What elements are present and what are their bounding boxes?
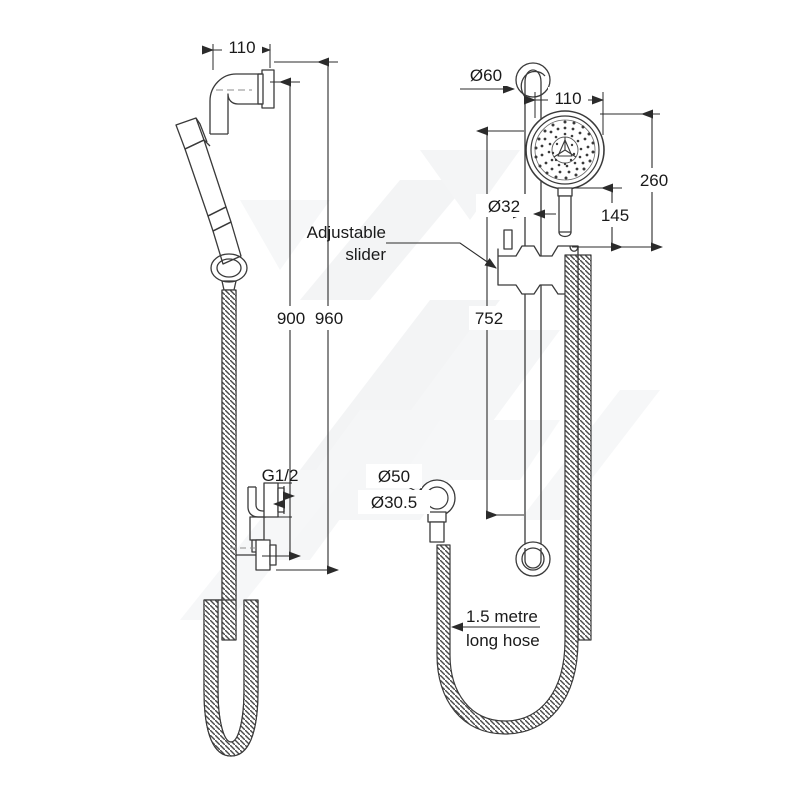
dim-g-thread-label: G1/2 bbox=[262, 466, 299, 485]
dim-d30-5-label: Ø30.5 bbox=[371, 493, 417, 512]
handheld-shower-wand bbox=[175, 117, 242, 265]
adjustable-slider-leader bbox=[386, 242, 497, 269]
dim-d60-bg bbox=[458, 62, 514, 86]
dim-145-label: 145 bbox=[601, 206, 629, 225]
adjustable-slider-label-line2: slider bbox=[345, 245, 386, 264]
rail-top-bracket bbox=[515, 62, 551, 98]
dim-110-left-label: 110 bbox=[228, 38, 255, 57]
right-view-dimension-labels: Ø60 110 Ø32 145 260 752 Ø50 Ø30.5 bbox=[358, 62, 674, 514]
dim-110-right-label: 110 bbox=[554, 89, 581, 108]
dim-110-right-bg bbox=[548, 87, 588, 109]
dim-752-label: 752 bbox=[475, 309, 503, 328]
dim-960-label: 960 bbox=[315, 309, 343, 328]
left-view-dimension-labels: 110 900 960 G1/2 bbox=[222, 36, 348, 485]
rail-bottom-bracket bbox=[515, 541, 551, 577]
callout-annotations: Adjustable slider 1.5 metre long hose bbox=[307, 223, 540, 650]
flexible-hose-left bbox=[221, 289, 237, 641]
dim-900-label: 900 bbox=[277, 309, 305, 328]
dim-d60-label: Ø60 bbox=[470, 66, 502, 85]
dim-752-bg bbox=[469, 306, 509, 330]
dim-260-label: 260 bbox=[640, 171, 668, 190]
left-elevation-view bbox=[175, 69, 285, 757]
hose-length-label-line1: 1.5 metre bbox=[466, 607, 538, 626]
right-elevation-view bbox=[418, 62, 605, 735]
top-wall-flange bbox=[257, 69, 275, 109]
dim-d30-5-bg bbox=[358, 490, 430, 514]
dim-260-bg bbox=[634, 168, 674, 192]
dim-110-left-bg bbox=[222, 36, 262, 58]
hose-loop-ribs-left bbox=[203, 599, 259, 757]
dim-960-bg bbox=[310, 306, 348, 330]
dim-145-bg bbox=[596, 203, 634, 227]
shower-head-nozzles bbox=[534, 120, 595, 180]
dim-d50-bg bbox=[366, 464, 422, 488]
gooseneck-arm bbox=[209, 73, 262, 135]
adjustable-slider-label-line1: Adjustable bbox=[307, 223, 386, 242]
adjustable-slider-block bbox=[497, 229, 579, 295]
dim-d32-label: Ø32 bbox=[488, 197, 520, 216]
flexible-hose-right bbox=[436, 246, 592, 735]
dim-g-thread-ticks bbox=[273, 482, 295, 518]
dim-d32-bg bbox=[476, 194, 532, 217]
dim-d50-label: Ø50 bbox=[378, 467, 410, 486]
hose-length-label-line2: long hose bbox=[466, 631, 540, 650]
lower-wall-flange bbox=[230, 539, 277, 571]
shower-head-handle bbox=[557, 187, 573, 238]
dim-900-bg bbox=[272, 306, 310, 330]
